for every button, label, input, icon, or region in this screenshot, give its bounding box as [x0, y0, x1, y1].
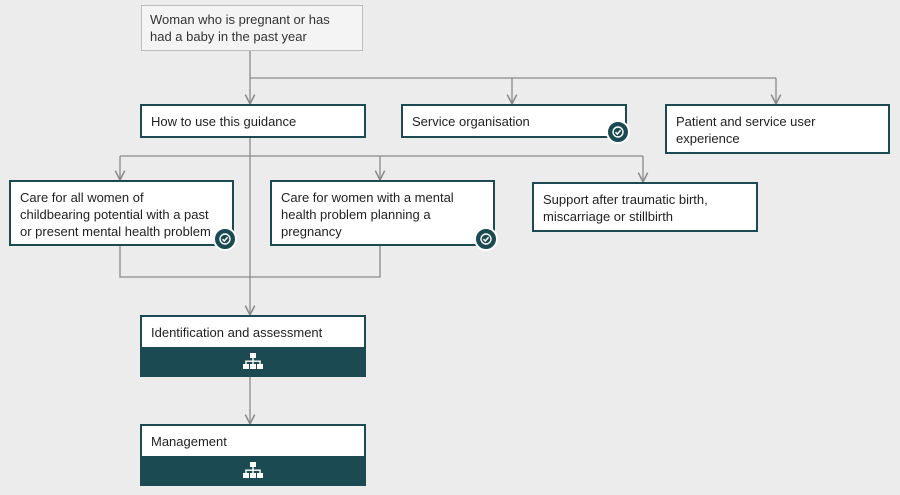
node-management-footer	[142, 456, 364, 484]
hierarchy-icon	[243, 462, 263, 478]
node-care-planning-line-1: Care for women with a mental	[281, 190, 454, 205]
check-badge-icon	[474, 227, 498, 251]
node-patient-experience-line-2: experience	[676, 131, 740, 146]
node-support-after-line-1: Support after traumatic birth,	[543, 192, 708, 207]
node-support-after-birth[interactable]: Support after traumatic birth, miscarria…	[532, 182, 758, 232]
hierarchy-icon	[243, 353, 263, 369]
node-care-all-line-2: childbearing potential with a past	[20, 207, 209, 222]
node-support-after-line-2: miscarriage or stillbirth	[543, 209, 674, 224]
node-identification-footer	[142, 347, 364, 375]
node-care-planning-pregnancy[interactable]: Care for women with a mental health prob…	[270, 180, 498, 251]
node-service-organisation-label: Service organisation	[412, 114, 530, 129]
node-patient-experience[interactable]: Patient and service user experience	[665, 104, 890, 154]
node-care-all-line-3: or present mental health problem	[20, 224, 211, 239]
node-care-all-line-1: Care for all women of	[20, 190, 144, 205]
node-how-to-use-guidance[interactable]: How to use this guidance	[140, 104, 366, 138]
check-badge-icon	[213, 227, 237, 251]
node-root-line-1: Woman who is pregnant or has	[150, 12, 330, 27]
node-how-to-use-label: How to use this guidance	[151, 114, 297, 129]
node-care-planning-line-3: pregnancy	[281, 224, 342, 239]
node-care-all-women[interactable]: Care for all women of childbearing poten…	[9, 180, 237, 251]
check-badge-icon	[606, 120, 630, 144]
node-management[interactable]: Management	[140, 424, 366, 486]
node-care-planning-line-2: health problem planning a	[281, 207, 431, 222]
node-root: Woman who is pregnant or has had a baby …	[141, 5, 363, 51]
node-patient-experience-line-1: Patient and service user	[676, 114, 816, 129]
node-management-label: Management	[151, 434, 227, 449]
node-identification-label: Identification and assessment	[151, 325, 323, 340]
node-root-line-2: had a baby in the past year	[150, 29, 307, 44]
node-identification-assessment[interactable]: Identification and assessment	[140, 315, 366, 377]
node-service-organisation[interactable]: Service organisation	[401, 104, 630, 144]
